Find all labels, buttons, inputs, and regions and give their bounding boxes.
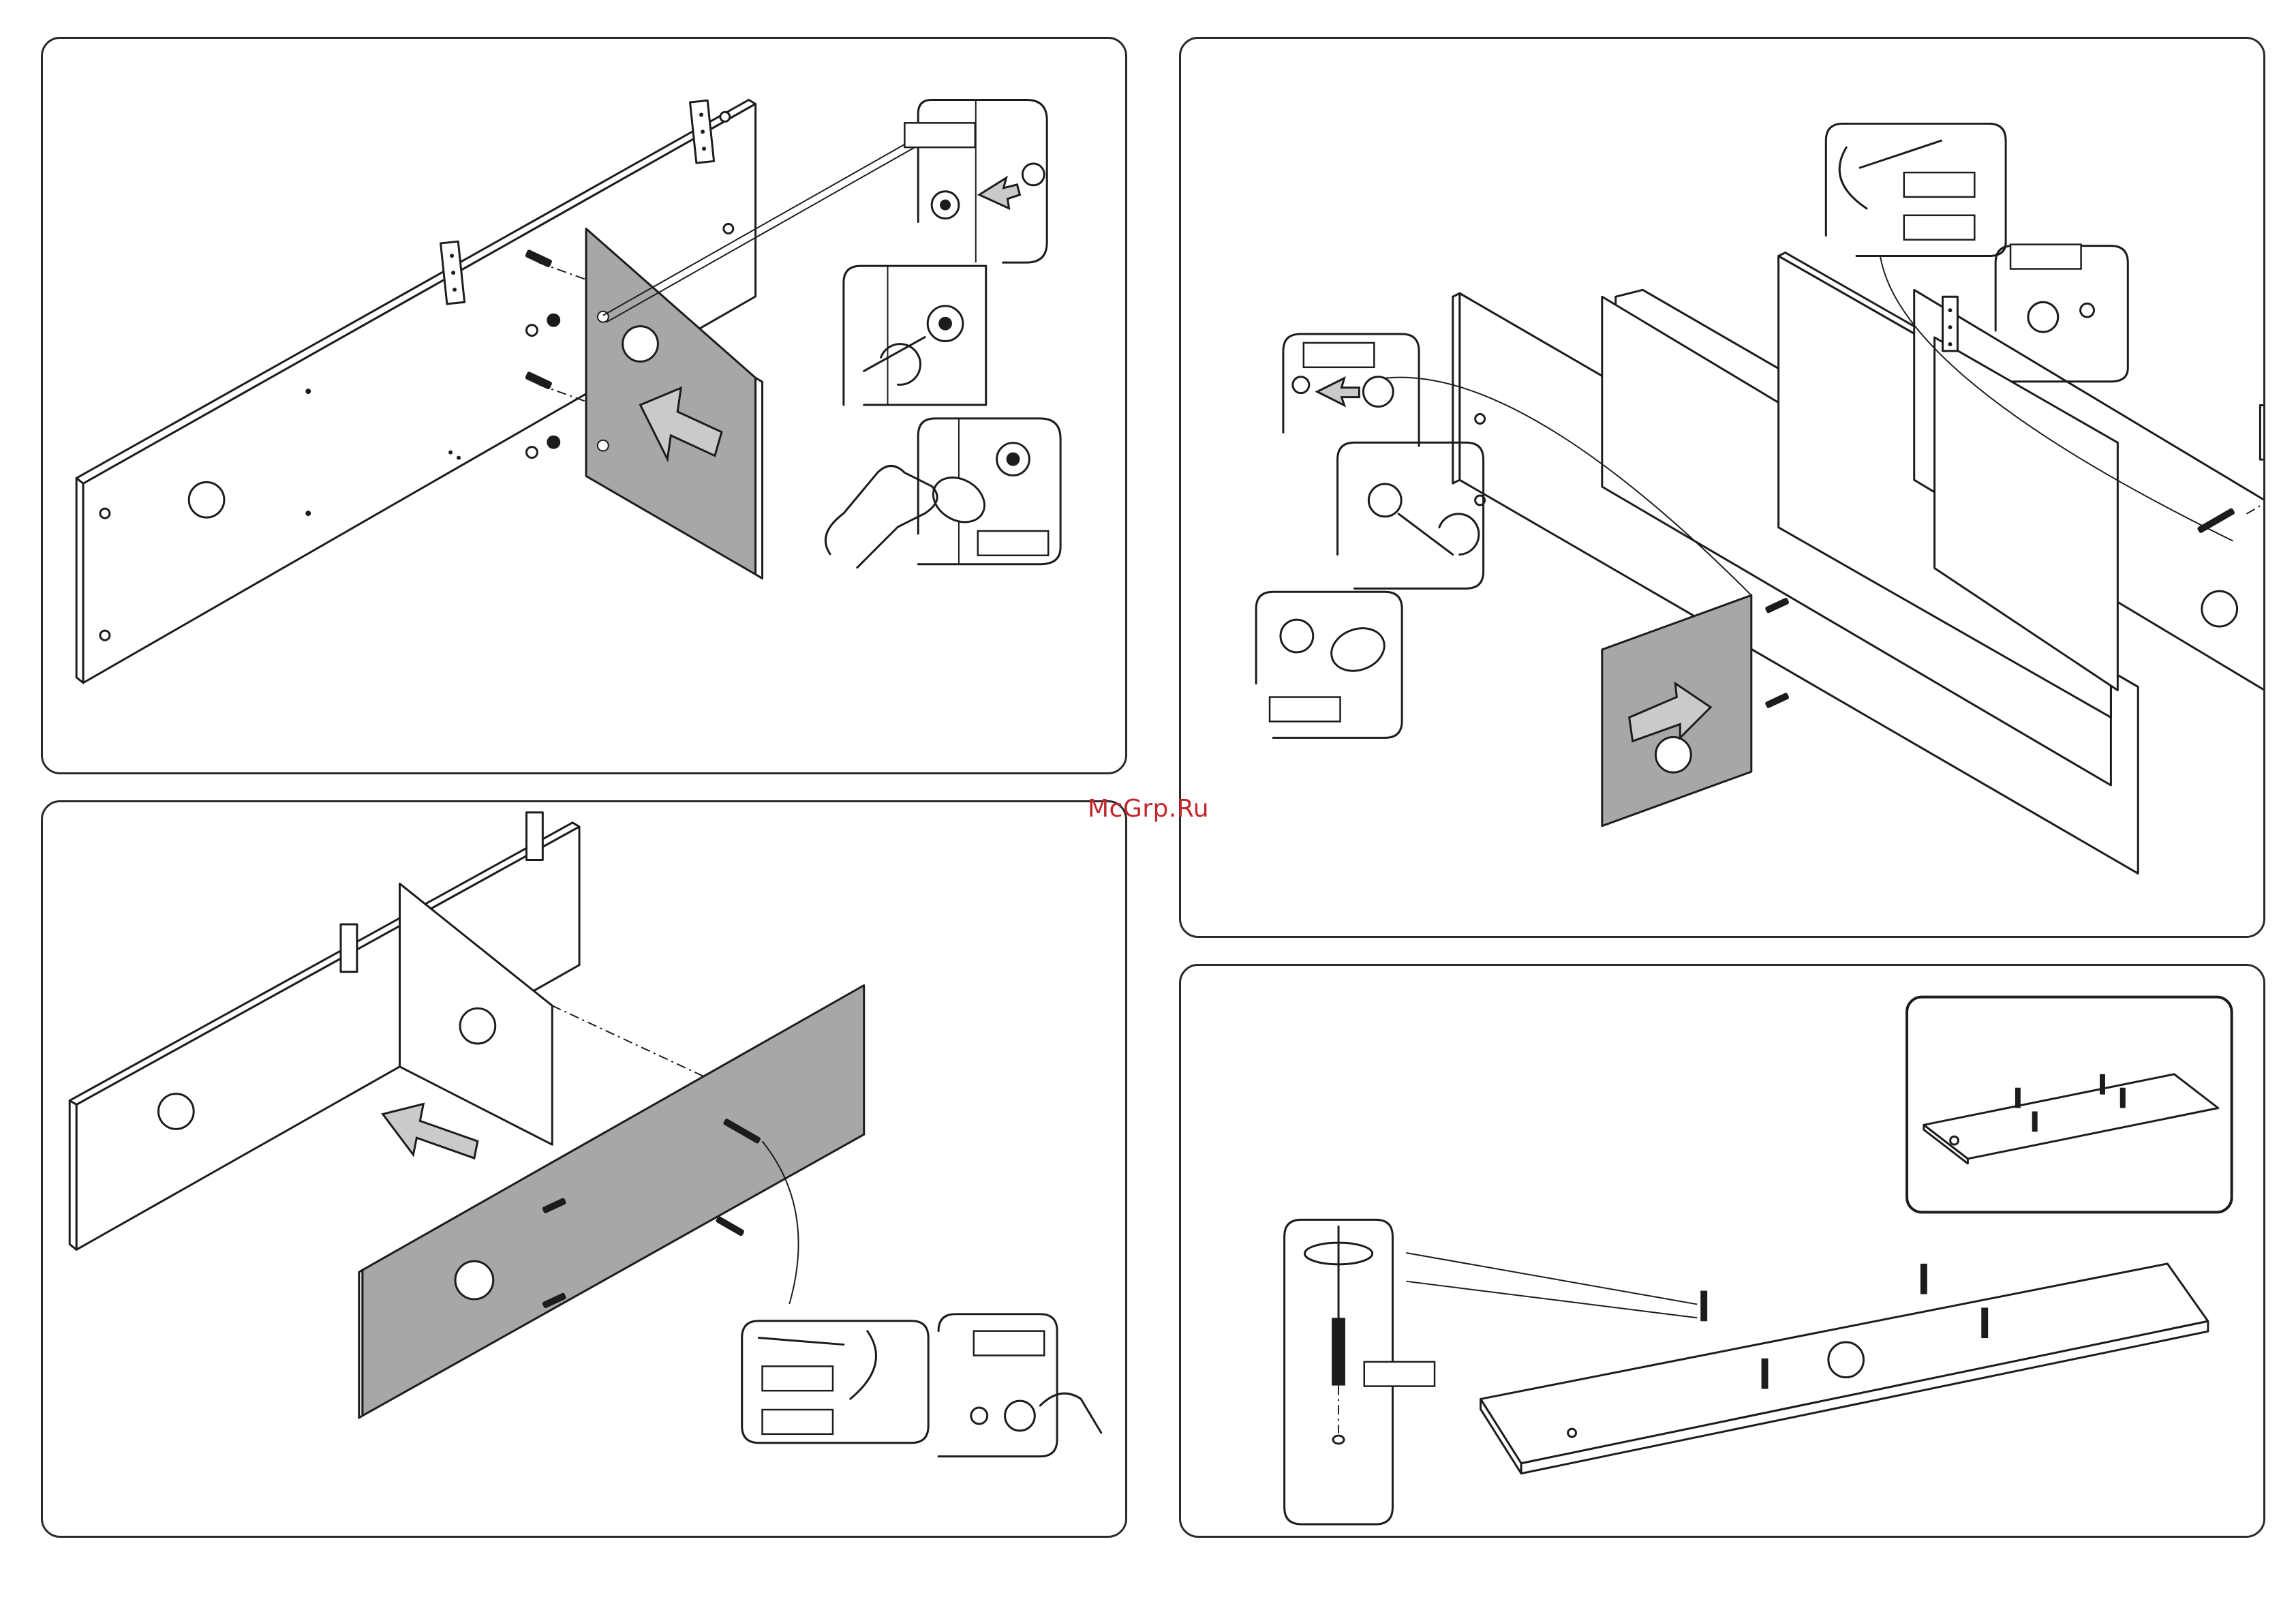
- cap-icon: [925, 469, 993, 531]
- assembly-illustration-shelf: [1181, 966, 2263, 1536]
- part-label-box: [1304, 343, 1375, 367]
- part-label-box: [2010, 245, 2081, 269]
- assembly-illustration-side-panel: [43, 39, 1125, 772]
- screw-icon: [2081, 303, 2094, 317]
- step-panel-bottom-right: [1179, 964, 2265, 1538]
- screw-icon: [1293, 377, 1309, 393]
- screw-icon: [759, 1338, 844, 1345]
- hand-icon: [1040, 1393, 1101, 1433]
- part-label-box: [974, 1331, 1044, 1356]
- part-label-box: [904, 123, 975, 147]
- cap-icon: [1005, 1401, 1035, 1431]
- step-panel-top-left: [41, 37, 1127, 774]
- side-panel-edge: [756, 378, 763, 578]
- cam-lock-icon: [1363, 377, 1393, 407]
- inset-overview: [1907, 997, 2232, 1213]
- part-label-box: [1364, 1362, 1435, 1386]
- detail-cap: [825, 419, 1060, 568]
- cable-hole: [455, 1261, 493, 1299]
- hinge-icon: [1943, 297, 1958, 351]
- part-label-box: [1270, 697, 1341, 722]
- step-panel-top-right: [1179, 37, 2265, 938]
- cable-hole: [189, 482, 224, 517]
- direction-arrow: [383, 1104, 478, 1159]
- cable-hole: [2202, 591, 2237, 626]
- assembly-illustration-two-sides: [1181, 39, 2263, 936]
- dowel-icon: [1332, 1318, 1345, 1385]
- cap-icon: [2028, 302, 2058, 332]
- detail-cap-hand: [938, 1314, 1101, 1457]
- hinge-icon: [2260, 406, 2263, 460]
- hand-icon: [825, 466, 937, 568]
- detail-cap-hand: [1256, 592, 1402, 738]
- back-board-end-edge: [76, 478, 83, 682]
- detail-cam-insert: [904, 100, 1047, 263]
- cable-hole: [158, 1094, 194, 1129]
- detail-screwdriver: [844, 266, 986, 405]
- screwdriver-icon: [864, 337, 925, 371]
- part-label-box: [763, 1366, 833, 1391]
- cable-hole: [1828, 1342, 1864, 1378]
- part-label-box: [1904, 172, 1975, 197]
- board-hole: [720, 112, 730, 121]
- part-label-box: [763, 1410, 833, 1434]
- hex-key-icon: [1839, 147, 1867, 209]
- watermark-text: McGrp.Ru: [1088, 795, 1209, 823]
- board-hole: [100, 509, 110, 518]
- cam-lock-icon: [1368, 484, 1401, 517]
- step-panel-bottom-left: [41, 800, 1127, 1538]
- hex-key-icon: [851, 1331, 876, 1399]
- cap-icon: [1326, 621, 1390, 678]
- board-hole: [100, 631, 110, 640]
- detail-hex-key: [742, 1321, 928, 1443]
- cam-lock-icon: [1281, 620, 1313, 652]
- detail-dowel-insert: [1285, 1219, 1435, 1524]
- assembly-illustration-front-panel: [43, 802, 1125, 1536]
- screw-icon: [971, 1408, 988, 1424]
- board-hole: [724, 224, 733, 233]
- cable-hole: [623, 327, 658, 362]
- screw-icon: [1860, 140, 1941, 168]
- screw-icon: [1022, 164, 1044, 185]
- part-label-box: [978, 531, 1048, 556]
- part-label-box: [1904, 215, 1975, 240]
